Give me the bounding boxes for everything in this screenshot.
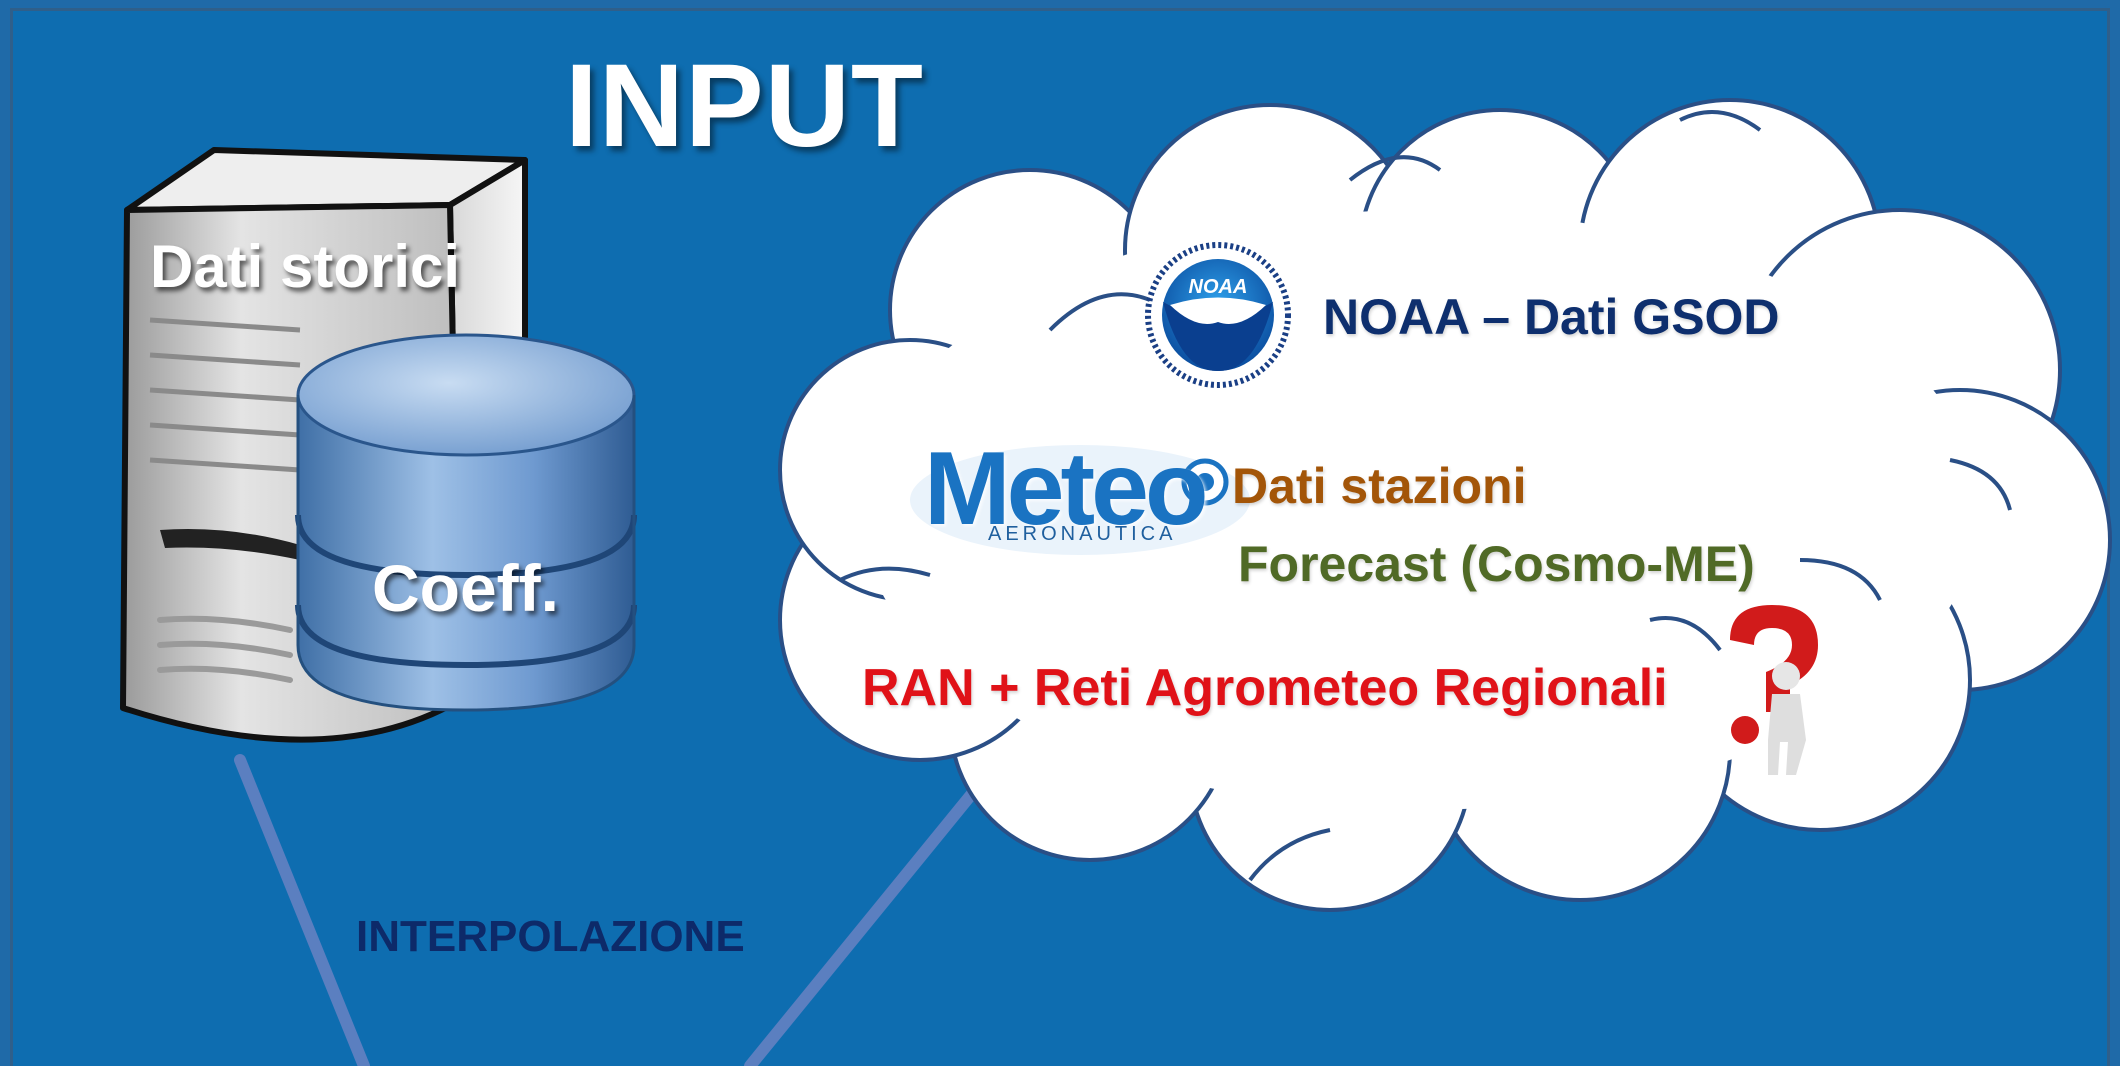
connector-lines [234,754,981,1066]
server-label: Dati storici [150,233,461,300]
noaa-logo: NOAA [1145,242,1291,388]
ran-label: RAN + Reti Agrometeo Regionali [862,659,1668,717]
meteo-aeronautica-logo [910,445,1250,555]
database-label: Coeff. [372,551,559,625]
meteo-logo-word: Meteo [924,431,1208,547]
diagram-title: INPUT [565,40,924,172]
noaa-label: NOAA – Dati GSOD [1323,289,1780,345]
cloud-shape [778,98,2112,912]
meteo-logo-subtitle: AERONAUTICA [988,523,1177,545]
connector-line-cloud [744,784,981,1066]
question-person-icon [1730,605,1818,775]
stazioni-label: Dati stazioni [1232,458,1527,514]
interpolation-label: INTERPOLAZIONE [356,912,745,961]
forecast-label: Forecast (Cosmo-ME) [1238,536,1755,592]
svg-text:NOAA: NOAA [1189,276,1248,298]
database-icon [295,333,637,712]
connector-line-server [234,754,370,1066]
